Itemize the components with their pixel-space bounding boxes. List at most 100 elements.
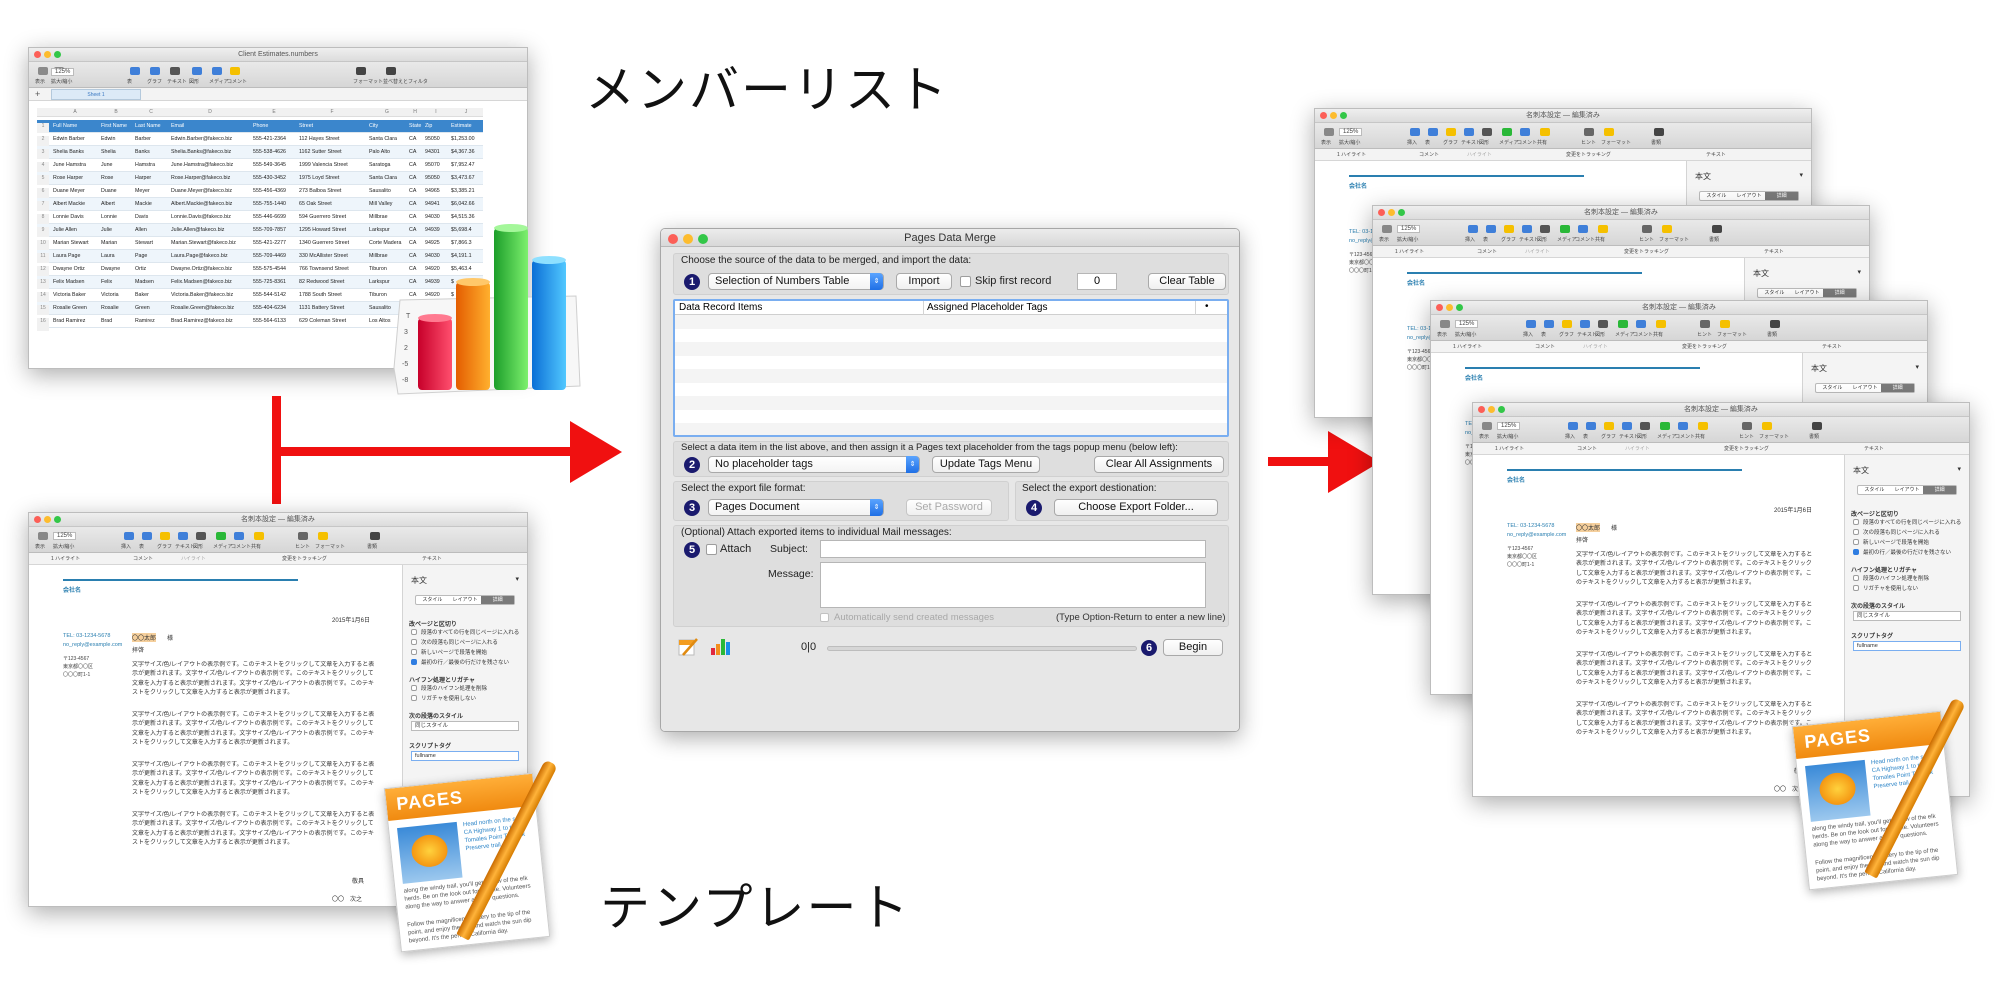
close-icon[interactable] (668, 234, 678, 244)
table-row[interactable] (675, 410, 1227, 424)
table-cell[interactable]: Green (135, 305, 169, 311)
toolbar-icon[interactable] (1578, 225, 1588, 233)
toolbar-icon[interactable] (38, 532, 48, 540)
table-cell[interactable]: Felix (101, 279, 133, 285)
toolbar-icon[interactable] (1428, 128, 1438, 136)
next-style-popup[interactable]: 同じスタイル (1853, 611, 1961, 621)
column-letter[interactable]: C (133, 109, 169, 115)
subbar-item[interactable]: 変更をトラッキング (1682, 341, 1727, 353)
table-cell[interactable]: Baker (135, 292, 169, 298)
chevron-down-icon[interactable]: ▾ (1857, 268, 1861, 276)
table-row[interactable] (675, 342, 1227, 356)
subbar-item[interactable]: 1 ハイライト (1337, 149, 1366, 161)
table-row[interactable] (675, 369, 1227, 383)
table-cell[interactable]: Edwin.Barber@fakeco.biz (171, 136, 251, 142)
subbar-item[interactable]: テキスト (1822, 341, 1842, 353)
option-checkbox[interactable] (1853, 539, 1859, 545)
table-cell[interactable]: 65 Oak Street (299, 201, 367, 207)
toolbar-icon[interactable] (1656, 320, 1666, 328)
table-cell[interactable]: 629 Coleman Street (299, 318, 367, 324)
table-cell[interactable]: $3,473.67 (451, 175, 483, 181)
table-row[interactable] (675, 383, 1227, 397)
option-checkbox[interactable] (411, 695, 417, 701)
table-cell[interactable]: Page (135, 253, 169, 259)
tags-popup[interactable]: No placeholder tags⇕ (708, 456, 920, 473)
sidebar-tab[interactable]: 詳細 (481, 596, 514, 604)
toolbar-icon[interactable] (216, 532, 226, 540)
minimize-icon[interactable] (1446, 304, 1453, 311)
toolbar-icon[interactable] (1598, 225, 1608, 233)
table-cell[interactable]: 273 Balboa Street (299, 188, 367, 194)
table-cell[interactable]: Shelia (101, 149, 133, 155)
column-letter[interactable]: D (169, 109, 251, 115)
toolbar-icon[interactable] (1482, 128, 1492, 136)
table-cell[interactable]: CA (409, 188, 423, 194)
table-cell[interactable]: Dwayne Ortiz (53, 266, 99, 272)
table-cell[interactable]: 330 McAllister Street (299, 253, 367, 259)
option-checkbox[interactable] (411, 659, 417, 665)
subbar-item[interactable]: テキスト (422, 553, 442, 565)
format-popup[interactable]: Pages Document⇕ (708, 499, 884, 516)
toolbar-icon[interactable] (192, 67, 202, 75)
table-cell[interactable]: Lonnie.Davis@fakeco.biz (171, 214, 251, 220)
table-cell[interactable]: CA (409, 149, 423, 155)
table-cell[interactable]: Lonnie Davis (53, 214, 99, 220)
toolbar-icon[interactable] (160, 532, 170, 540)
table-header-row[interactable]: 1Full NameFirst NameLast NameEmailPhoneS… (37, 120, 483, 133)
subbar-item[interactable]: ハイライト (1625, 443, 1650, 455)
table-cell[interactable]: 94301 (425, 149, 449, 155)
table-cell[interactable]: Full Name (53, 123, 99, 129)
table-cell[interactable]: 95050 (425, 136, 449, 142)
table-cell[interactable]: Email (171, 123, 251, 129)
col-data-record-items[interactable]: Data Record Items (679, 302, 762, 313)
subbar-item[interactable]: コメント (1419, 149, 1439, 161)
table-cell[interactable]: Laura Page (53, 253, 99, 259)
table-cell[interactable]: 594 Guerrero Street (299, 214, 367, 220)
table-cell[interactable]: Dwayne.Ortiz@fakeco.biz (171, 266, 251, 272)
table-cell[interactable]: 94941 (425, 201, 449, 207)
window-controls[interactable] (1320, 112, 1347, 119)
table-cell[interactable]: 555-564-6133 (253, 318, 297, 324)
table-cell[interactable]: 766 Townsend Street (299, 266, 367, 272)
toolbar-icon[interactable] (1660, 422, 1670, 430)
option-checkbox[interactable] (411, 639, 417, 645)
table-cell[interactable]: Rosalie Green (53, 305, 99, 311)
table-cell[interactable]: Ramirez (135, 318, 169, 324)
option-checkbox[interactable] (411, 629, 417, 635)
sidebar-tab[interactable]: 詳細 (1923, 486, 1956, 494)
toolbar-icon[interactable] (234, 532, 244, 540)
toolbar-icon[interactable] (1622, 422, 1632, 430)
table-cell[interactable]: 1162 Sutter Street (299, 149, 367, 155)
table-cell[interactable]: Duane.Meyer@fakeco.biz (171, 188, 251, 194)
table-cell[interactable]: 555-446-6699 (253, 214, 297, 220)
table-cell[interactable]: 555-404-6234 (253, 305, 297, 311)
table-cell[interactable]: 555-538-4626 (253, 149, 297, 155)
zoom-icon[interactable] (698, 234, 708, 244)
table-cell[interactable]: Victoria.Baker@fakeco.biz (171, 292, 251, 298)
table-cell[interactable]: Felix Madsen (53, 279, 99, 285)
sidebar-tab[interactable]: 詳細 (1765, 192, 1798, 200)
toolbar-icon[interactable] (1700, 320, 1710, 328)
close-icon[interactable] (1320, 112, 1327, 119)
table-cell[interactable]: June Hamstra (53, 162, 99, 168)
table-cell[interactable]: Albert.Mackie@fakeco.biz (171, 201, 251, 207)
sidebar-tab[interactable]: レイアウト (1733, 192, 1766, 200)
table-cell[interactable]: $7,952.47 (451, 162, 483, 168)
table-row[interactable] (675, 423, 1227, 437)
toolbar-icon[interactable] (230, 67, 240, 75)
toolbar-icon[interactable] (1742, 422, 1752, 430)
table-cell[interactable]: Rosalie (101, 305, 133, 311)
toolbar-icon[interactable] (1468, 225, 1478, 233)
zoom-icon[interactable] (54, 51, 61, 58)
table-cell[interactable]: 112 Hayes Street (299, 136, 367, 142)
begin-button[interactable]: Begin (1163, 639, 1223, 656)
table-cell[interactable]: Marian Stewart (53, 240, 99, 246)
table-cell[interactable]: Albert (101, 201, 133, 207)
subbar-item[interactable]: 1 ハイライト (1453, 341, 1482, 353)
toolbar-icon[interactable] (370, 532, 380, 540)
option-checkbox[interactable] (1853, 549, 1859, 555)
table-cell[interactable]: 555-575-4544 (253, 266, 297, 272)
sidebar-tab[interactable]: 詳細 (1881, 384, 1914, 392)
table-cell[interactable]: Sausalito (369, 188, 407, 194)
